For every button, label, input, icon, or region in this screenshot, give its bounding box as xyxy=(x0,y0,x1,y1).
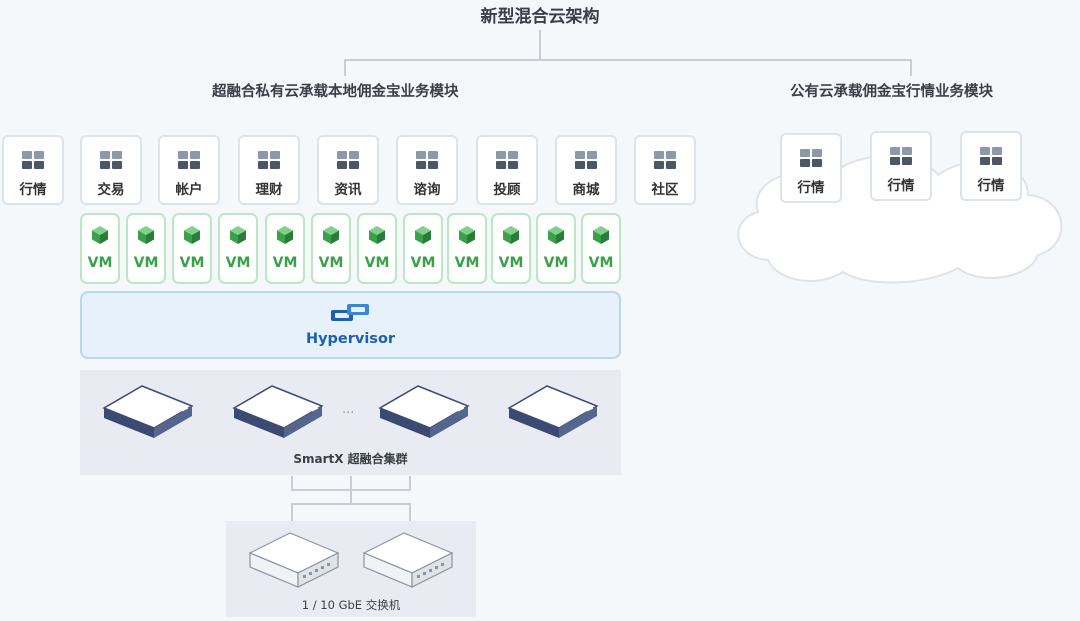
vm-cube-icon xyxy=(548,226,564,244)
module-zixun-consult: 谘询 xyxy=(396,135,458,205)
vm-label: VM xyxy=(318,255,344,271)
vm-cube-icon xyxy=(92,226,108,244)
module-shangcheng: 商城 xyxy=(555,135,617,205)
vm-box: VM xyxy=(126,213,166,284)
module-grid-icon xyxy=(22,151,44,169)
vm-label: VM xyxy=(454,255,480,271)
connector-line xyxy=(344,59,346,76)
vm-cube-icon xyxy=(503,226,519,244)
vm-cube-icon xyxy=(184,226,200,244)
module-tougu: 投顾 xyxy=(476,135,538,205)
hypervisor-label: Hypervisor xyxy=(305,331,396,347)
vm-cube-icon xyxy=(415,226,431,244)
module-grid-icon xyxy=(496,151,518,169)
server-icon xyxy=(378,385,470,438)
vm-box: VM xyxy=(491,213,531,284)
vm-label: VM xyxy=(498,255,524,271)
module-label: 理财 xyxy=(255,182,283,198)
module-zixun: 资讯 xyxy=(317,135,379,205)
vm-box: VM xyxy=(403,213,443,284)
vm-label: VM xyxy=(133,255,159,271)
vm-label: VM xyxy=(179,255,205,271)
vm-label: VM xyxy=(588,255,614,271)
module-label: 社区 xyxy=(651,182,679,198)
switch-group: 1 / 10 GbE 交换机 xyxy=(226,521,476,617)
server-icon xyxy=(232,385,324,438)
vm-box: VM xyxy=(536,213,576,284)
module-zhanghu: 帐户 xyxy=(158,135,220,205)
module-label: 帐户 xyxy=(175,182,203,198)
vm-cube-icon xyxy=(459,226,475,244)
module-label: 行情 xyxy=(797,180,825,196)
vm-cube-icon xyxy=(323,226,339,244)
module-grid-icon xyxy=(178,151,200,169)
connector-line xyxy=(291,476,293,490)
public-module-hangqing-1: 行情 xyxy=(780,133,842,203)
module-shequ: 社区 xyxy=(634,135,696,205)
public-module-hangqing-3: 行情 xyxy=(960,131,1022,201)
connector-line xyxy=(291,503,293,521)
cluster-label: SmartX 超融合集群 xyxy=(293,452,408,466)
vm-box: VM xyxy=(447,213,487,284)
module-grid-icon xyxy=(890,147,912,165)
vm-box: VM xyxy=(581,213,621,284)
module-grid-icon xyxy=(258,151,280,169)
vm-box: VM xyxy=(265,213,305,284)
module-grid-icon xyxy=(100,151,122,169)
module-grid-icon xyxy=(800,149,822,167)
module-jiaoyi: 交易 xyxy=(80,135,142,205)
module-grid-icon xyxy=(575,151,597,169)
vm-box: VM xyxy=(80,213,120,284)
switch-icon xyxy=(362,532,454,588)
module-label: 行情 xyxy=(977,178,1005,194)
vm-label: VM xyxy=(543,255,569,271)
vm-box: VM xyxy=(311,213,351,284)
cluster-ellipsis: ... xyxy=(342,402,355,417)
module-label: 资讯 xyxy=(334,182,362,198)
connector-line xyxy=(409,476,411,490)
module-label: 行情 xyxy=(887,178,915,194)
connector-line xyxy=(539,30,541,60)
vm-label: VM xyxy=(272,255,298,271)
module-grid-icon xyxy=(980,147,1002,165)
vm-label: VM xyxy=(87,255,113,271)
module-label: 谘询 xyxy=(413,182,441,198)
hypervisor-icon xyxy=(330,304,369,321)
vm-cube-icon xyxy=(369,226,385,244)
module-hangqing: 行情 xyxy=(2,135,64,205)
module-label: 交易 xyxy=(97,182,125,198)
vm-label: VM xyxy=(364,255,390,271)
vm-box: VM xyxy=(218,213,258,284)
module-grid-icon xyxy=(416,151,438,169)
module-label: 商城 xyxy=(572,182,600,198)
hypervisor-layer: Hypervisor xyxy=(80,291,621,359)
server-icon xyxy=(507,385,599,438)
vm-cube-icon xyxy=(593,226,609,244)
vm-cube-icon xyxy=(138,226,154,244)
public-cloud-title: 公有云承载佣金宝行情业务模块 xyxy=(790,84,993,100)
server-icon xyxy=(102,385,194,438)
connector-line xyxy=(910,59,912,76)
module-grid-icon xyxy=(654,151,676,169)
public-module-hangqing-2: 行情 xyxy=(870,131,932,201)
vm-label: VM xyxy=(410,255,436,271)
vm-label: VM xyxy=(225,255,251,271)
connector-line xyxy=(291,489,411,491)
diagram-title: 新型混合云架构 xyxy=(480,7,600,27)
private-cloud-title: 超融合私有云承载本地佣金宝业务模块 xyxy=(212,84,459,100)
module-label: 行情 xyxy=(19,182,47,198)
connector-line xyxy=(344,59,912,61)
connector-line xyxy=(409,503,411,521)
vm-box: VM xyxy=(172,213,212,284)
module-licai: 理财 xyxy=(238,135,300,205)
vm-box: VM xyxy=(357,213,397,284)
module-grid-icon xyxy=(337,151,359,169)
switch-label: 1 / 10 GbE 交换机 xyxy=(301,598,401,612)
module-label: 投顾 xyxy=(493,182,521,198)
switch-icon xyxy=(248,532,340,588)
smartx-cluster: ... SmartX 超融合集群 xyxy=(80,370,621,475)
connector-line xyxy=(291,503,411,505)
vm-cube-icon xyxy=(230,226,246,244)
vm-cube-icon xyxy=(277,226,293,244)
